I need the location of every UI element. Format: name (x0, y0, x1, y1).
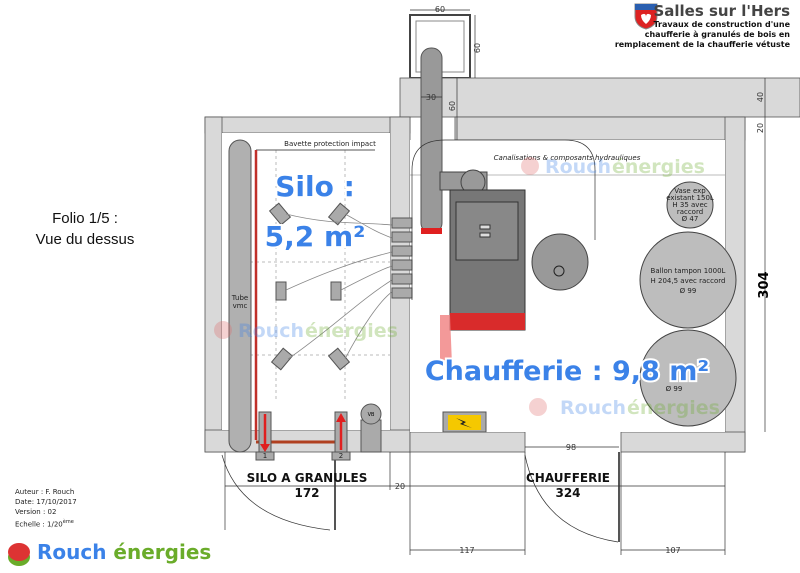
hatch-2-label: 2 (339, 452, 343, 460)
town-crest-icon (634, 3, 658, 30)
boiler-red-front (450, 313, 525, 330)
svg-text:raccord: raccord (677, 208, 703, 216)
subtitle-line: remplacement de la chaufferie vétuste (614, 40, 790, 49)
chaufferie-width: 324 (555, 486, 580, 500)
hatch-2-base (331, 451, 351, 461)
svg-text:98: 98 (566, 443, 576, 452)
drawing-metadata: Auteur : F. Rouch Date: 17/10/2017 Versi… (15, 487, 77, 529)
height-dimension: 304 (757, 271, 772, 298)
buffer-tank-2 (639, 329, 737, 427)
dimension-labels: 60 60 30 60 40 20 20 98 117 107 (395, 5, 765, 555)
logo-part2: énergies (113, 540, 212, 564)
silo-room-name: SILO A GRANULES (247, 471, 368, 485)
scale-value: Echelle : 1/20 (15, 520, 63, 529)
bottom-wall-right (620, 431, 746, 453)
svg-text:60: 60 (435, 5, 445, 14)
chaufferie-room-name: CHAUFFERIE (526, 471, 610, 485)
hoses (285, 213, 393, 360)
boiler-panel (455, 201, 519, 261)
hopper-cyclone (531, 233, 589, 291)
hatch-1-label: 1 (263, 452, 267, 460)
svg-text:énergies: énergies (305, 320, 398, 342)
arrow-down-head (260, 444, 270, 452)
arrow-up-head (336, 413, 346, 422)
vmc-tube (228, 139, 252, 453)
silo-width: 172 (294, 486, 319, 500)
boiler-door (440, 315, 452, 365)
silo-hopper (250, 150, 390, 400)
boiler-vent (479, 224, 491, 230)
silo-door-swing (221, 454, 331, 531)
svg-text:60: 60 (473, 43, 482, 53)
header: Salles sur l'Hers Travaux de constructio… (615, 2, 790, 50)
folio-title: Folio 1/5 : Vue du dessus (30, 208, 140, 250)
date: Date: 17/10/2017 (15, 498, 77, 506)
silo-top-wall (204, 116, 411, 134)
cyclone-center (553, 265, 565, 277)
hydraulic-loop (411, 139, 596, 300)
svg-text:30: 30 (426, 93, 436, 102)
ladybug-icon (8, 543, 30, 561)
svg-text:Rouch: Rouch (560, 397, 626, 419)
svg-text:40: 40 (756, 92, 765, 102)
folio-number: Folio 1/5 : (52, 210, 118, 227)
svg-text:H 35 avec: H 35 avec (672, 201, 707, 209)
svg-text:Ø 99: Ø 99 (680, 287, 697, 295)
svg-text:117: 117 (459, 546, 474, 555)
chaufferie-top-wall (454, 116, 746, 141)
svg-text:Rouch: Rouch (545, 156, 611, 178)
dimension-lines (224, 9, 766, 555)
version: Version : 02 (15, 508, 57, 516)
svg-text:Ballon tampon 1000L: Ballon tampon 1000L (651, 267, 726, 275)
wall-ports (391, 217, 413, 299)
expansion-vessel (666, 181, 714, 229)
svg-text:H 204,5 avec raccord: H 204,5 avec raccord (651, 277, 726, 285)
town-name: Salles sur l'Hers (653, 2, 790, 20)
scale: Echelle : 1/20ème (15, 517, 77, 529)
svg-text:20: 20 (756, 123, 765, 133)
folio-view: Vue du dessus (35, 231, 135, 248)
tube-label: Tube (231, 294, 248, 302)
chaufferie-door-swing (524, 454, 619, 543)
bolt (456, 418, 472, 428)
chaufferie-area: Chaufferie : 9,8 m² (425, 356, 709, 387)
scale-sup: ème (62, 519, 74, 525)
silo-left-wall (204, 116, 223, 453)
bavette-label: Bavette protection impact (284, 140, 376, 148)
suction-nozzles (268, 202, 351, 371)
subtitle-line: Travaux de construction d'une (653, 20, 790, 29)
svg-text:60: 60 (448, 101, 457, 111)
boiler-vent (479, 232, 491, 238)
svg-text:20: 20 (395, 482, 405, 491)
svg-text:Ø 47: Ø 47 (682, 215, 699, 223)
canalisations-label: Canalisations & composants hydrauliques (494, 154, 641, 162)
vb-top (360, 403, 382, 425)
logo-part1: Rouch (36, 540, 107, 564)
silo-area-value: 5,2 m² (265, 220, 366, 253)
vb-label: VB (368, 412, 375, 418)
svg-text:Rouch: Rouch (238, 320, 304, 342)
silo-area-title: Silo : (275, 170, 355, 203)
subtitle-line: chaufferie à granulés de bois en (644, 30, 790, 39)
svg-text:existant 150L: existant 150L (666, 194, 714, 202)
svg-text:107: 107 (665, 546, 680, 555)
svg-text:énergies: énergies (612, 156, 705, 178)
ballon2-label: Ø 99 (666, 385, 683, 393)
bottom-wall-left (409, 431, 526, 453)
svg-text:Vase exp: Vase exp (674, 187, 706, 195)
vb-unit (360, 419, 382, 453)
buffer-tank (639, 231, 737, 329)
flue-red (421, 228, 442, 234)
svg-text:énergies: énergies (627, 397, 720, 419)
company-logo: Rouch énergies (8, 540, 211, 564)
author: Auteur : F. Rouch (15, 488, 75, 496)
tube-label-2: vmc (233, 302, 248, 310)
top-wall (399, 77, 800, 118)
